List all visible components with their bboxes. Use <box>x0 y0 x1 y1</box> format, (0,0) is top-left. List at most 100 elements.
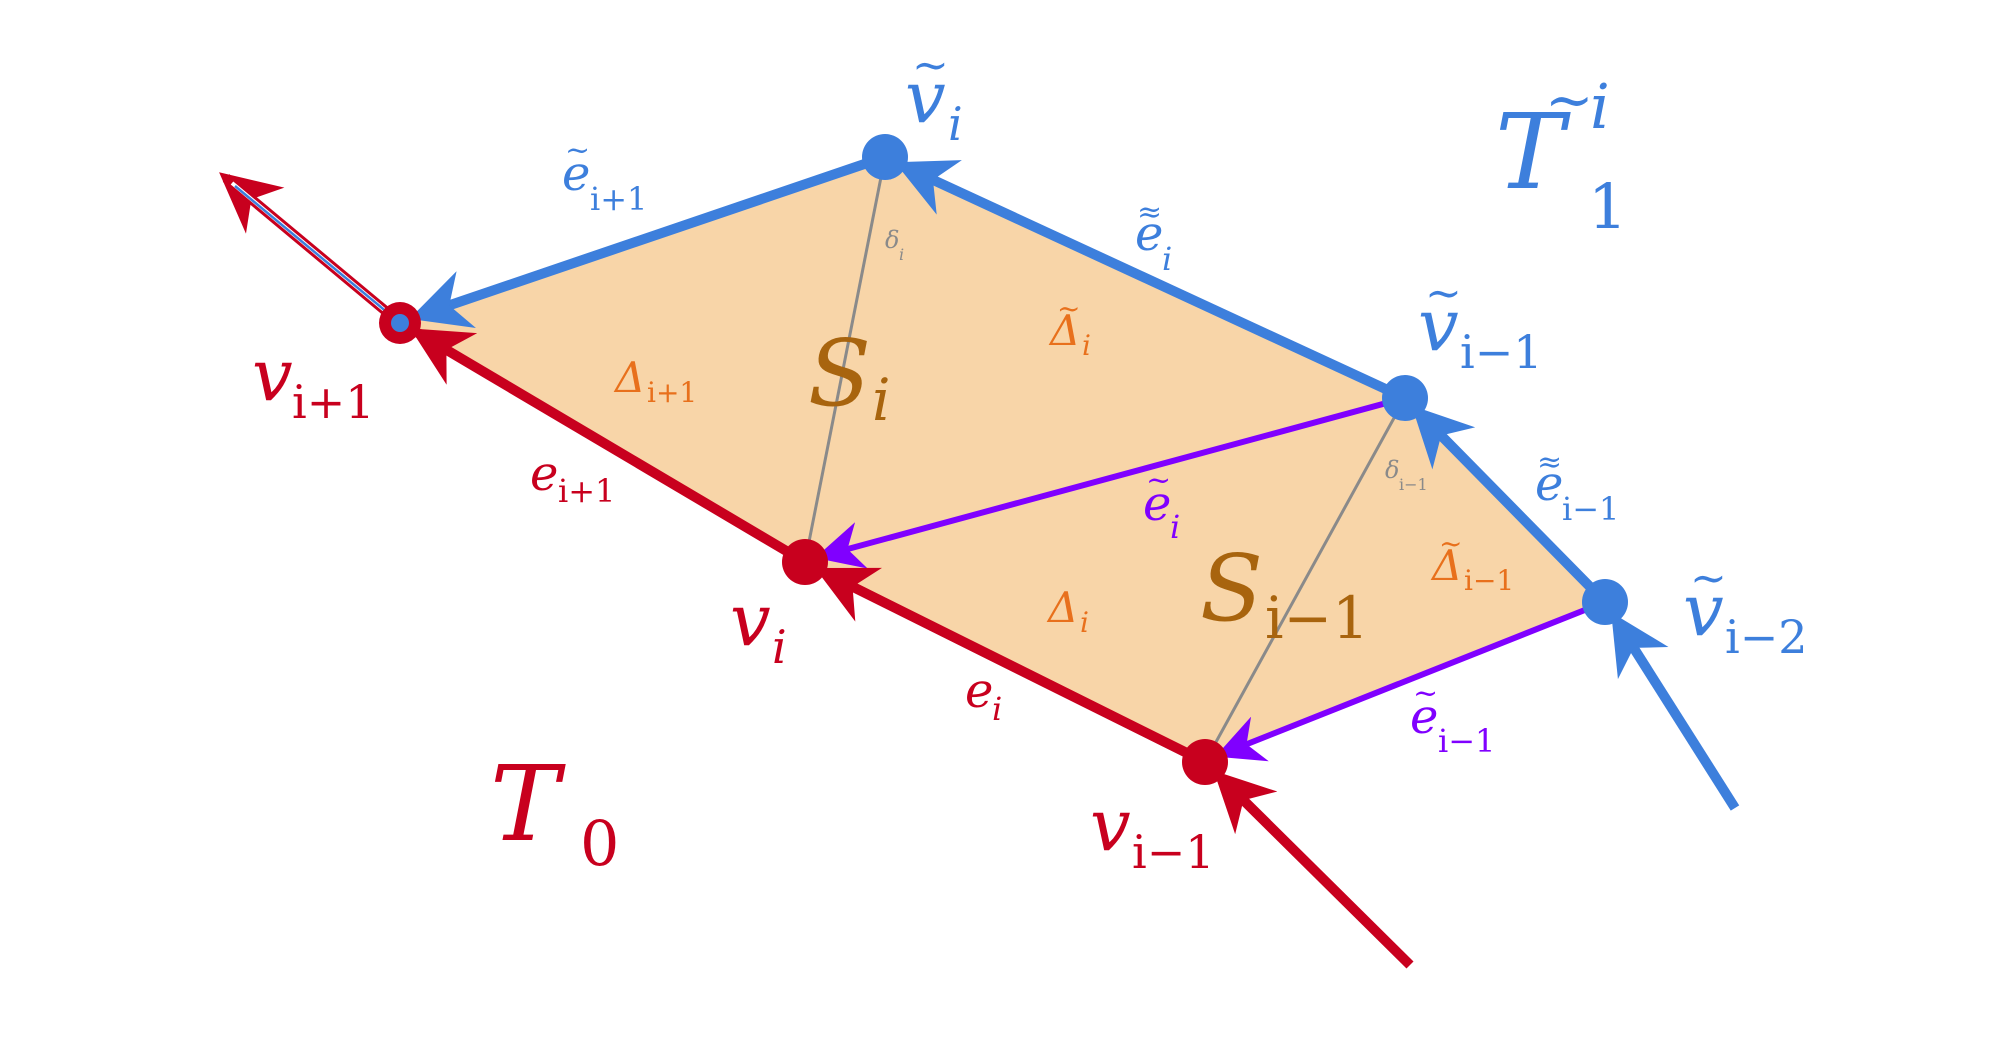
svg-text:i+1: i+1 <box>292 375 375 429</box>
svg-text:δ: δ <box>1385 456 1399 484</box>
edge-et-im1 <box>1215 599 1607 762</box>
svg-text:i−1: i−1 <box>1132 825 1215 879</box>
label-v-i: v i <box>730 578 787 674</box>
vertex-vt-im1 <box>1382 375 1428 421</box>
svg-text:v: v <box>1418 283 1459 367</box>
svg-text:e: e <box>1135 206 1163 262</box>
svg-text:S: S <box>1200 535 1263 642</box>
svg-text:i−1: i−1 <box>1438 722 1495 760</box>
svg-text:~: ~ <box>1545 66 1594 134</box>
svg-text:e: e <box>562 146 590 202</box>
vertex-vt-im2 <box>1582 579 1628 625</box>
svg-text:~: ~ <box>1057 292 1080 325</box>
delta-im1-edge <box>1203 397 1407 763</box>
svg-text:i+1: i+1 <box>590 180 647 218</box>
label-v-im1: v i−1 <box>1090 783 1215 879</box>
label-et-ip1: e ~ i+1 <box>562 133 647 218</box>
svg-text:v: v <box>1683 568 1724 652</box>
svg-text:e: e <box>1143 476 1171 532</box>
svg-text:i+1: i+1 <box>647 376 697 409</box>
svg-text:i: i <box>772 620 787 674</box>
svg-text:i−1: i−1 <box>1265 584 1369 652</box>
svg-text:0: 0 <box>580 807 619 880</box>
label-et-im1: e ~ i−1 <box>1410 676 1495 760</box>
svg-text:≈: ≈ <box>1537 445 1562 480</box>
edge-e-i <box>814 567 1208 767</box>
svg-text:i−1: i−1 <box>1399 475 1428 494</box>
edge-blue-outgoing-inner <box>234 185 401 324</box>
edge-et-i <box>815 395 1406 569</box>
label-e-i: e i <box>965 663 1002 728</box>
label-v-ip1: v i+1 <box>252 333 375 429</box>
svg-text:Δ: Δ <box>1430 541 1462 590</box>
svg-text:i−2: i−2 <box>1725 610 1808 664</box>
svg-text:~: ~ <box>1413 676 1438 711</box>
svg-text:i: i <box>1590 70 1610 143</box>
svg-text:e: e <box>1535 456 1563 512</box>
svg-text:Δ: Δ <box>1048 306 1080 355</box>
svg-text:~: ~ <box>1690 553 1727 604</box>
svg-text:~: ~ <box>1146 463 1171 498</box>
vertex-v-im1 <box>1182 739 1228 785</box>
edge-blue-incoming <box>1611 612 1740 811</box>
vertex-v-ip1-core <box>391 314 409 332</box>
label-vt-im1: v ~ i−1 <box>1418 268 1543 379</box>
svg-text:1: 1 <box>1588 170 1627 243</box>
svg-text:i: i <box>1170 508 1180 546</box>
svg-text:T: T <box>1495 91 1571 213</box>
label-ett-im1: e ≈ i−1 <box>1535 445 1619 528</box>
svg-text:v: v <box>252 333 293 417</box>
svg-text:δ: δ <box>885 226 899 254</box>
svg-text:i: i <box>992 690 1002 728</box>
svg-text:≈: ≈ <box>1137 195 1162 230</box>
label-vt-im2: v ~ i−2 <box>1683 553 1808 664</box>
label-e-ip1: e i+1 <box>530 446 615 510</box>
label-S-i: S i <box>808 320 891 434</box>
svg-text:i: i <box>948 97 963 151</box>
svg-text:v: v <box>730 578 771 662</box>
svg-text:i−1: i−1 <box>1460 325 1543 379</box>
edge-ett-im1 <box>1411 405 1609 606</box>
svg-text:i−1: i−1 <box>1464 564 1514 597</box>
label-delta-cap-tilde-im1: Δ ~ i−1 <box>1430 527 1514 597</box>
edge-et-ip1 <box>409 152 887 328</box>
vertex-vt-i <box>862 134 908 180</box>
svg-text:e: e <box>965 663 993 719</box>
edge-e-ip1 <box>410 328 808 567</box>
label-vt-i: v ~ i <box>905 40 963 151</box>
svg-text:i: i <box>1082 329 1091 362</box>
svg-text:~: ~ <box>912 40 949 91</box>
svg-text:e: e <box>1410 689 1438 745</box>
vertex-v-i <box>782 539 828 585</box>
svg-text:S: S <box>808 320 871 427</box>
label-delta-small-im1: δ i−1 <box>1385 456 1428 494</box>
label-ett-i: e ≈ i <box>1135 195 1172 278</box>
svg-text:T: T <box>490 743 566 865</box>
svg-text:i: i <box>899 245 904 264</box>
svg-text:~: ~ <box>1425 268 1462 319</box>
svg-text:~: ~ <box>1439 527 1462 560</box>
edge-ett-i <box>894 160 1408 403</box>
shaded-region <box>400 157 1605 762</box>
svg-text:i: i <box>872 366 891 434</box>
label-et-i: e ~ i <box>1143 463 1180 546</box>
svg-text:i: i <box>1162 240 1172 278</box>
label-T0: T 0 <box>490 743 619 880</box>
svg-text:v: v <box>1090 783 1131 867</box>
label-delta-cap-i: Δ i <box>1046 583 1089 639</box>
label-delta-small-i: δ i <box>885 226 904 264</box>
svg-text:Δ: Δ <box>1046 583 1078 632</box>
label-delta-cap-tilde-i: Δ ~ i <box>1048 292 1091 362</box>
delta-i-edge <box>803 156 887 563</box>
label-delta-cap-ip1: Δ i+1 <box>613 353 697 409</box>
label-T1: T ~ i 1 <box>1495 66 1627 243</box>
edge-red-incoming <box>1213 770 1414 969</box>
svg-text:Δ: Δ <box>613 353 645 402</box>
svg-text:e: e <box>530 446 558 502</box>
svg-text:i+1: i+1 <box>558 472 615 510</box>
svg-text:i: i <box>1080 606 1089 639</box>
label-S-im1: S i−1 <box>1200 535 1369 652</box>
svg-text:i−1: i−1 <box>1562 490 1619 528</box>
svg-text:v: v <box>905 55 946 139</box>
